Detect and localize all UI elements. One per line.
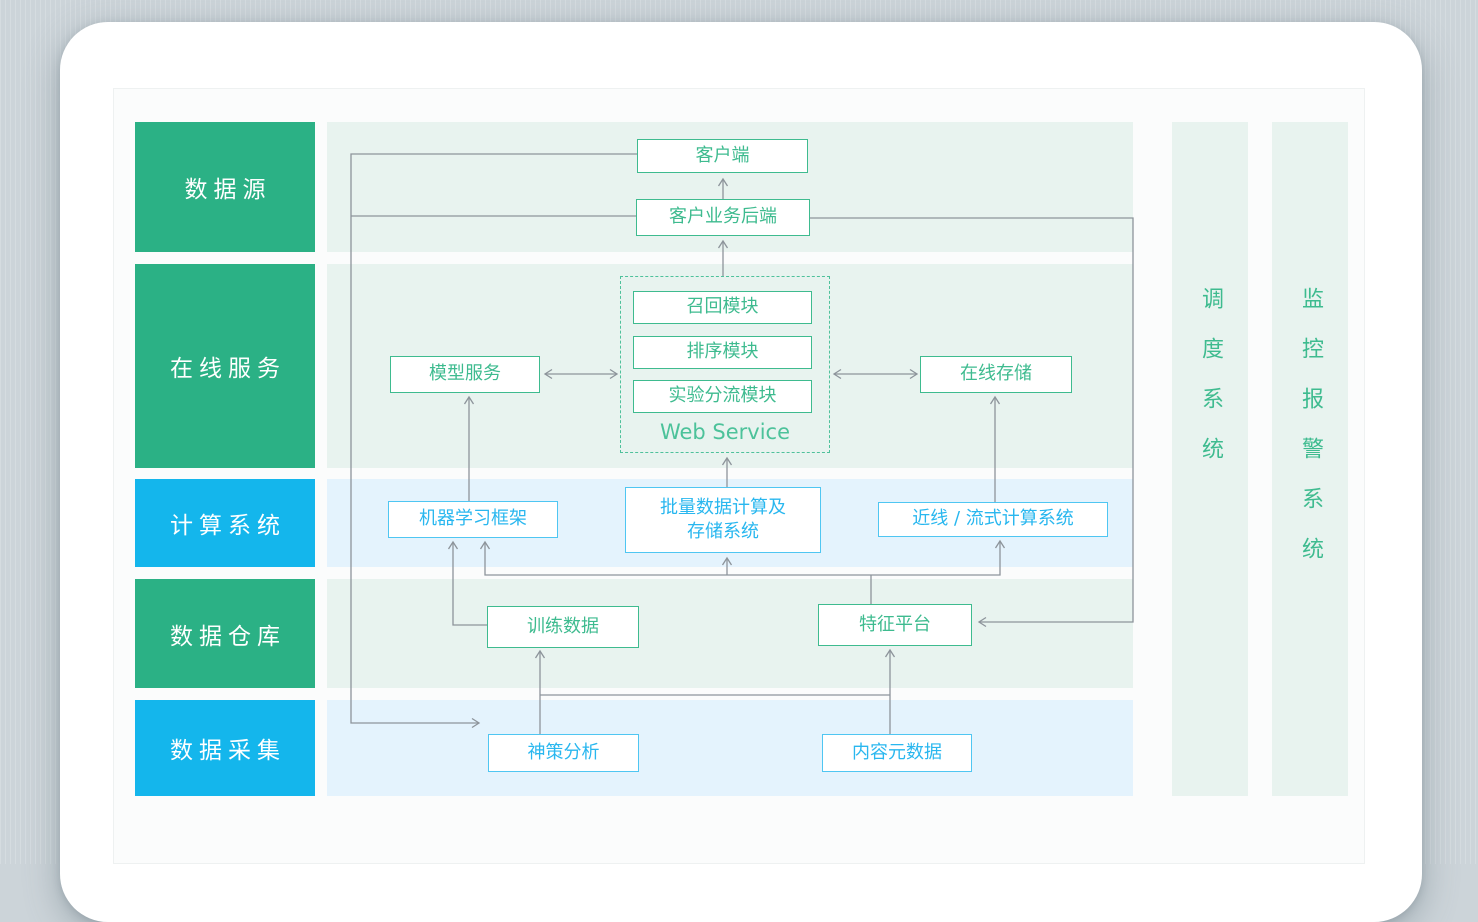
side-column-label: 调度系统	[1194, 287, 1226, 487]
node-label: 内容元数据	[852, 741, 942, 765]
node-content-metadata: 内容元数据	[822, 734, 972, 772]
row-label-data-warehouse: 数据仓库	[135, 579, 315, 688]
node-ml-framework: 机器学习框架	[388, 501, 558, 538]
row-label-text: 计算系统	[164, 506, 286, 540]
row-label-text: 数据仓库	[164, 617, 286, 651]
node-ranking-module: 排序模块	[633, 336, 812, 369]
row-label-data-source: 数据源	[135, 122, 315, 252]
node-label: 在线存储	[960, 362, 1032, 386]
node-label: 排序模块	[687, 340, 759, 364]
node-label: 客户端	[696, 144, 750, 168]
node-online-storage: 在线存储	[920, 356, 1072, 393]
band-data-collection	[327, 700, 1133, 796]
node-recall-module: 召回模块	[633, 291, 812, 324]
node-client-backend: 客户业务后端	[636, 199, 810, 236]
row-label-compute-system: 计算系统	[135, 479, 315, 567]
node-label: 召回模块	[687, 295, 759, 319]
node-model-service: 模型服务	[390, 356, 540, 393]
node-label: 训练数据	[527, 615, 599, 639]
node-experiment-module: 实验分流模块	[633, 380, 812, 413]
node-label-line2: 存储系统	[687, 520, 759, 544]
node-sensors-analytics: 神策分析	[488, 734, 639, 772]
node-label: 机器学习框架	[419, 507, 527, 531]
node-batch-compute: 批量数据计算及 存储系统	[625, 487, 821, 553]
node-label: 客户业务后端	[669, 205, 777, 229]
node-label: 实验分流模块	[669, 384, 777, 408]
row-label-data-collection: 数据采集	[135, 700, 315, 796]
node-label-line1: 批量数据计算及	[660, 496, 786, 520]
node-label: 近线 / 流式计算系统	[912, 507, 1074, 531]
side-column-monitoring-alarm-system: 监控报警系统	[1272, 122, 1348, 796]
row-label-text: 数据源	[179, 170, 272, 204]
web-service-label: Web Service	[620, 420, 830, 444]
node-feature-platform: 特征平台	[818, 604, 972, 646]
side-column-scheduling-system: 调度系统	[1172, 122, 1248, 796]
node-label: 神策分析	[528, 741, 600, 765]
band-data-warehouse	[327, 579, 1133, 688]
node-label: 模型服务	[429, 362, 501, 386]
side-column-label: 监控报警系统	[1294, 287, 1326, 587]
node-training-data: 训练数据	[487, 606, 639, 648]
row-label-text: 数据采集	[164, 731, 286, 765]
node-client: 客户端	[637, 139, 808, 173]
row-label-text: 在线服务	[164, 349, 286, 383]
row-label-online-service: 在线服务	[135, 264, 315, 468]
node-label: 特征平台	[859, 613, 931, 637]
node-nearline-compute: 近线 / 流式计算系统	[878, 502, 1108, 537]
